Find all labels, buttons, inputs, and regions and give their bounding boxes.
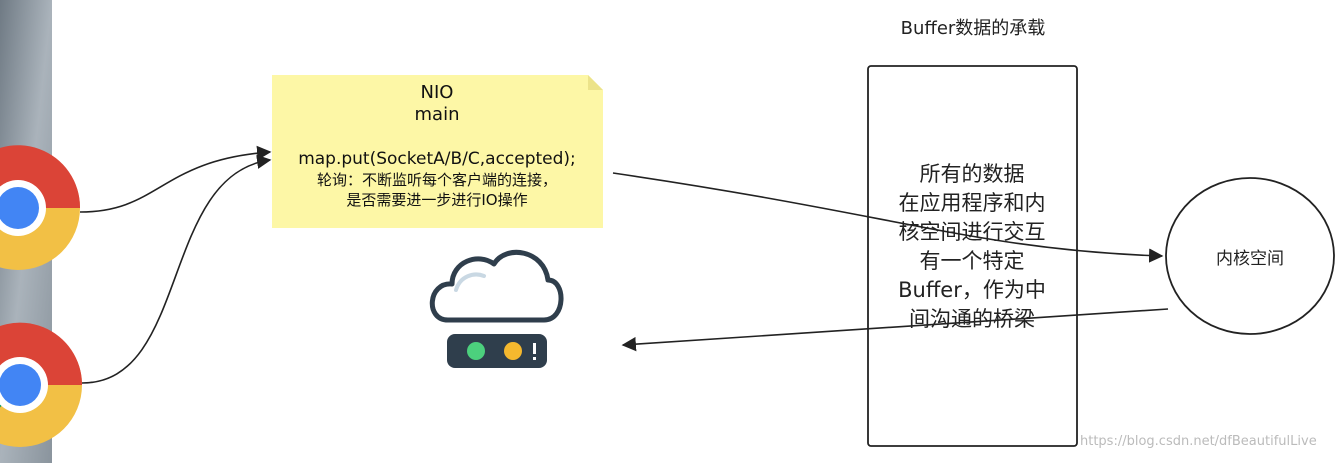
note-desc-line-2: 是否需要进一步进行IO操作	[346, 191, 528, 209]
note-title: NIO	[420, 82, 454, 103]
buffer-box	[867, 65, 1078, 447]
note-desc-line-1: 轮询：不断监听每个客户端的连接，	[316, 171, 557, 189]
arrow-from-kernel	[621, 308, 1169, 352]
nio-note-text: NIO main map.put(SocketA/B/C,accepted); …	[272, 80, 602, 210]
connector-client-a	[79, 145, 272, 213]
buffer-title: Buffer数据的承载	[900, 18, 1046, 39]
kernel-space-label: 内核空间	[1216, 249, 1284, 269]
buffer-line: 所有的数据	[919, 162, 1025, 186]
buffer-description: 所有的数据 在应用程序和内 核空间进行交互 有一个特定 Buffer，作为中 间…	[870, 160, 1074, 334]
cloud-server-icon	[429, 249, 564, 368]
note-subtitle: main	[414, 104, 460, 125]
watermark: https://blog.csdn.net/dfBeautifulLive	[1080, 434, 1317, 449]
nio-main-note	[272, 75, 603, 228]
chrome-logo-icon-2	[0, 322, 83, 447]
buffer-line: 在应用程序和内	[898, 191, 1046, 215]
note-code-line: map.put(SocketA/B/C,accepted);	[298, 149, 576, 169]
buffer-line: 间沟通的桥梁	[909, 307, 1035, 331]
buffer-line: 核空间进行交互	[898, 220, 1046, 244]
kernel-space-ellipse	[1165, 177, 1335, 335]
chrome-logo-icon	[0, 145, 81, 270]
buffer-line: Buffer，作为中	[898, 278, 1046, 302]
buffer-line: 有一个特定	[919, 249, 1025, 273]
connector-client-b	[81, 154, 272, 384]
arrow-to-kernel	[612, 172, 1164, 263]
